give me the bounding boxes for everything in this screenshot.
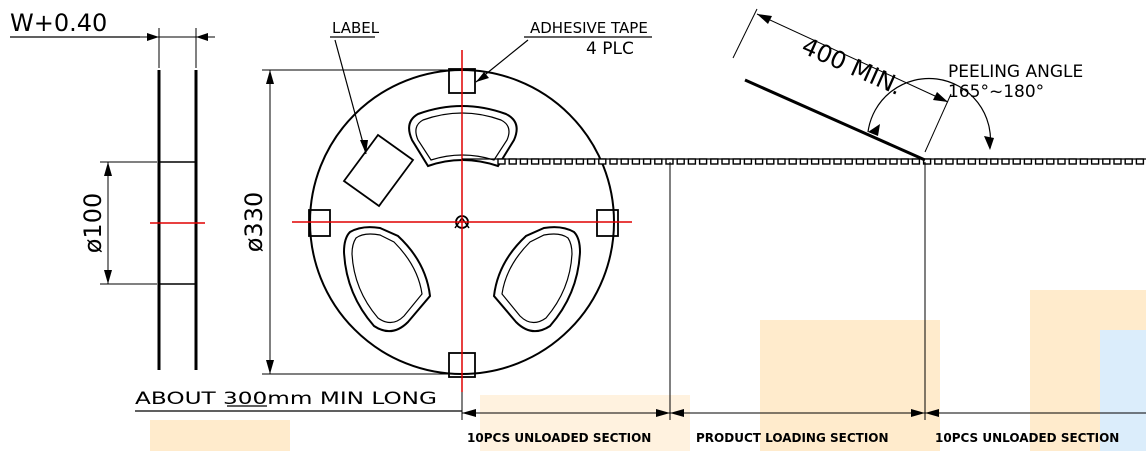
adhesive-tape-left [308, 209, 331, 237]
tape-pocket [508, 158, 517, 165]
tape-pocket [810, 158, 820, 165]
tape-pocket [598, 158, 607, 165]
watermark [150, 290, 1146, 451]
tape-pocket [1090, 158, 1100, 165]
tape-pocket [990, 158, 999, 165]
peel-length-label: 400 MIN. [798, 32, 907, 101]
tape-pocket [519, 158, 529, 165]
tape-pocket [1001, 158, 1010, 165]
adhesive-tape-count: 4 PLC [586, 39, 634, 59]
tape-pocket [754, 158, 764, 165]
tape-pocket [1068, 158, 1077, 165]
tape-pocket [676, 158, 685, 165]
tape-pocket [978, 158, 988, 165]
reel-cutout-left [342, 226, 432, 333]
section-label-product-loading: PRODUCT LOADING SECTION [696, 431, 889, 445]
tape-pocket [900, 158, 909, 165]
peeling-angle-range: 165°~180° [948, 82, 1044, 102]
tape-pocket [956, 158, 965, 165]
tape-pocket [564, 158, 573, 165]
tape-pocket [698, 158, 708, 165]
tape-pocket [530, 158, 540, 165]
tape-pocket [967, 158, 977, 165]
section-label-leading-unloaded: 10PCS UNLOADED SECTION [467, 431, 651, 445]
tape-pocket [553, 158, 562, 165]
reel-label-sticker [342, 133, 415, 208]
adhesive-tape-right [596, 209, 619, 237]
tape-pocket [721, 158, 730, 165]
tape-pocket [833, 158, 842, 165]
tape-pocket [1057, 158, 1066, 165]
tape-pocket [542, 158, 551, 165]
tape-pocket [934, 158, 943, 165]
width-label: W+0.40 [10, 9, 107, 37]
tape-pocket [1034, 158, 1044, 165]
tape-pocket [1124, 158, 1133, 165]
tape-pocket [1046, 158, 1055, 165]
tape-pocket [911, 158, 921, 165]
tape-pocket [878, 158, 887, 165]
carrier-tape [462, 158, 1146, 165]
tape-pocket [497, 158, 506, 165]
tape-pocket [732, 158, 741, 165]
tape-pocket [586, 158, 596, 165]
tape-pocket [1102, 158, 1111, 165]
tape-pocket [799, 158, 809, 165]
peeling-cover-tape [732, 8, 994, 162]
tape-pocket [766, 158, 775, 165]
label-callout: LABEL [332, 19, 380, 37]
tape-pocket [822, 158, 831, 165]
tape-pocket [945, 158, 954, 165]
tape-pocket [687, 158, 697, 165]
reel-side-view [10, 28, 215, 370]
tape-pocket [642, 158, 652, 165]
tape-pocket [855, 158, 865, 165]
tape-pocket [1135, 158, 1145, 165]
tape-pocket [788, 158, 797, 165]
tape-pocket [620, 158, 629, 165]
reel-diameter-label: ø330 [240, 192, 268, 253]
tape-pocket [1023, 158, 1033, 165]
reel-cutout-top [408, 105, 518, 168]
reel-front-view [262, 36, 652, 392]
tape-pocket [1113, 158, 1122, 165]
adhesive-tape-callout: ADHESIVE TAPE [530, 19, 648, 37]
tape-pocket [922, 158, 932, 165]
tape-pocket [609, 158, 618, 165]
tape-pocket [743, 158, 753, 165]
tape-pocket [1079, 158, 1089, 165]
tape-pocket [631, 158, 641, 165]
hub-diameter-label: ø100 [79, 193, 107, 254]
section-dimensions [135, 162, 1146, 420]
tape-pocket [844, 158, 853, 165]
tape-pocket [710, 158, 719, 165]
tape-pocket [866, 158, 876, 165]
reel-cutout-right [492, 226, 582, 333]
section-label-trailing-unloaded: 10PCS UNLOADED SECTION [935, 431, 1119, 445]
peeling-angle-title: PEELING ANGLE [948, 62, 1083, 82]
tape-pocket [1012, 158, 1021, 165]
tape-pocket [889, 158, 898, 165]
tape-pocket [777, 158, 786, 165]
tape-pocket [575, 158, 585, 165]
tape-pocket [654, 158, 663, 165]
